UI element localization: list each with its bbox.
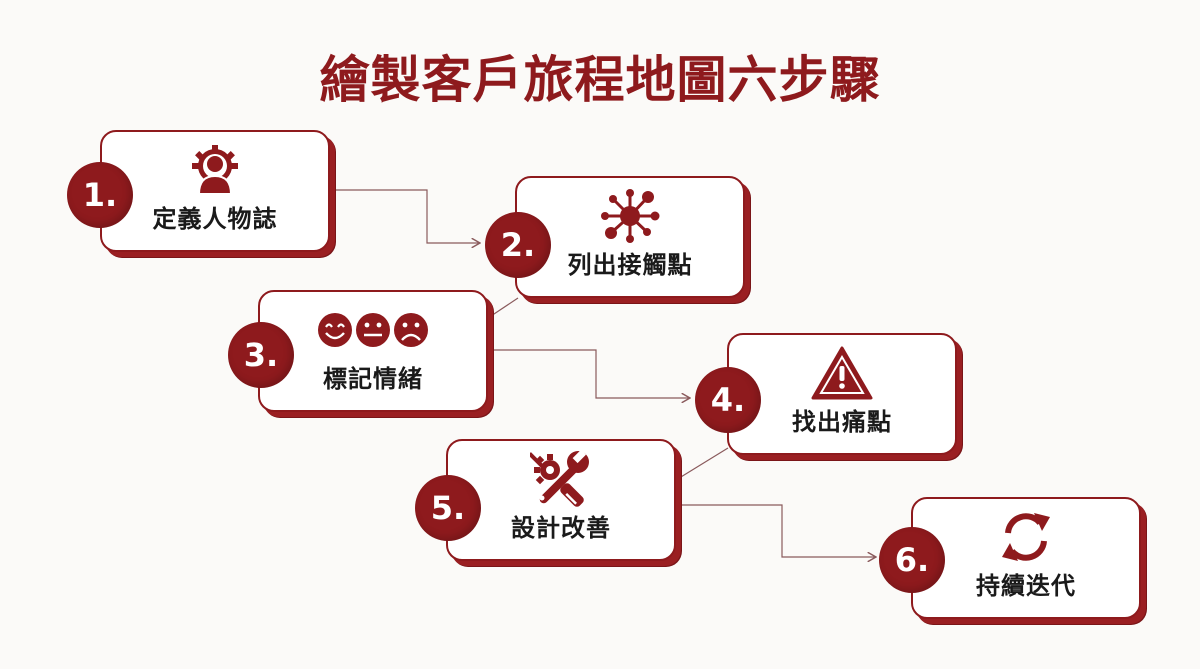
step-label: 列出接觸點 bbox=[567, 251, 693, 279]
connector-4-to-5 bbox=[675, 447, 729, 481]
touchpoint-network-icon bbox=[517, 189, 743, 243]
step-number-badge: 1. bbox=[67, 162, 133, 228]
step-card-3: 標記情緒 bbox=[258, 290, 488, 412]
connector-5-to-6 bbox=[676, 504, 876, 557]
persona-gear-icon bbox=[102, 144, 328, 196]
step-label: 標記情緒 bbox=[323, 365, 423, 393]
step-card-1: 定義人物誌 bbox=[100, 130, 330, 252]
connector-3-to-4 bbox=[488, 349, 690, 398]
step-label: 設計改善 bbox=[511, 514, 611, 542]
step-number-badge: 5. bbox=[415, 475, 481, 541]
step-number-badge: 3. bbox=[228, 322, 294, 388]
step-card-6: 持續迭代 bbox=[911, 497, 1141, 619]
neutral-face-icon bbox=[356, 313, 390, 347]
sad-face-icon bbox=[394, 313, 428, 347]
connector-1-to-2 bbox=[330, 189, 480, 243]
step-number-badge: 2. bbox=[485, 212, 551, 278]
step-number-badge: 6. bbox=[879, 527, 945, 593]
step-card-5: 設計改善 bbox=[446, 439, 676, 561]
step-card-4: 找出痛點 bbox=[727, 333, 957, 455]
tools-wrench-screwdriver-icon bbox=[448, 449, 674, 507]
step-number-badge: 4. bbox=[695, 367, 761, 433]
step-label: 定義人物誌 bbox=[152, 205, 278, 233]
connector-2-to-3 bbox=[487, 297, 519, 319]
happy-face-icon bbox=[318, 313, 352, 347]
warning-triangle-icon bbox=[729, 346, 955, 400]
step-label: 找出痛點 bbox=[792, 408, 892, 436]
step-label: 持續迭代 bbox=[976, 572, 1076, 600]
refresh-cycle-icon bbox=[913, 511, 1139, 563]
page-title: 繪製客戶旅程地圖六步驟 bbox=[319, 51, 881, 109]
emotion-faces-icon bbox=[260, 304, 486, 356]
